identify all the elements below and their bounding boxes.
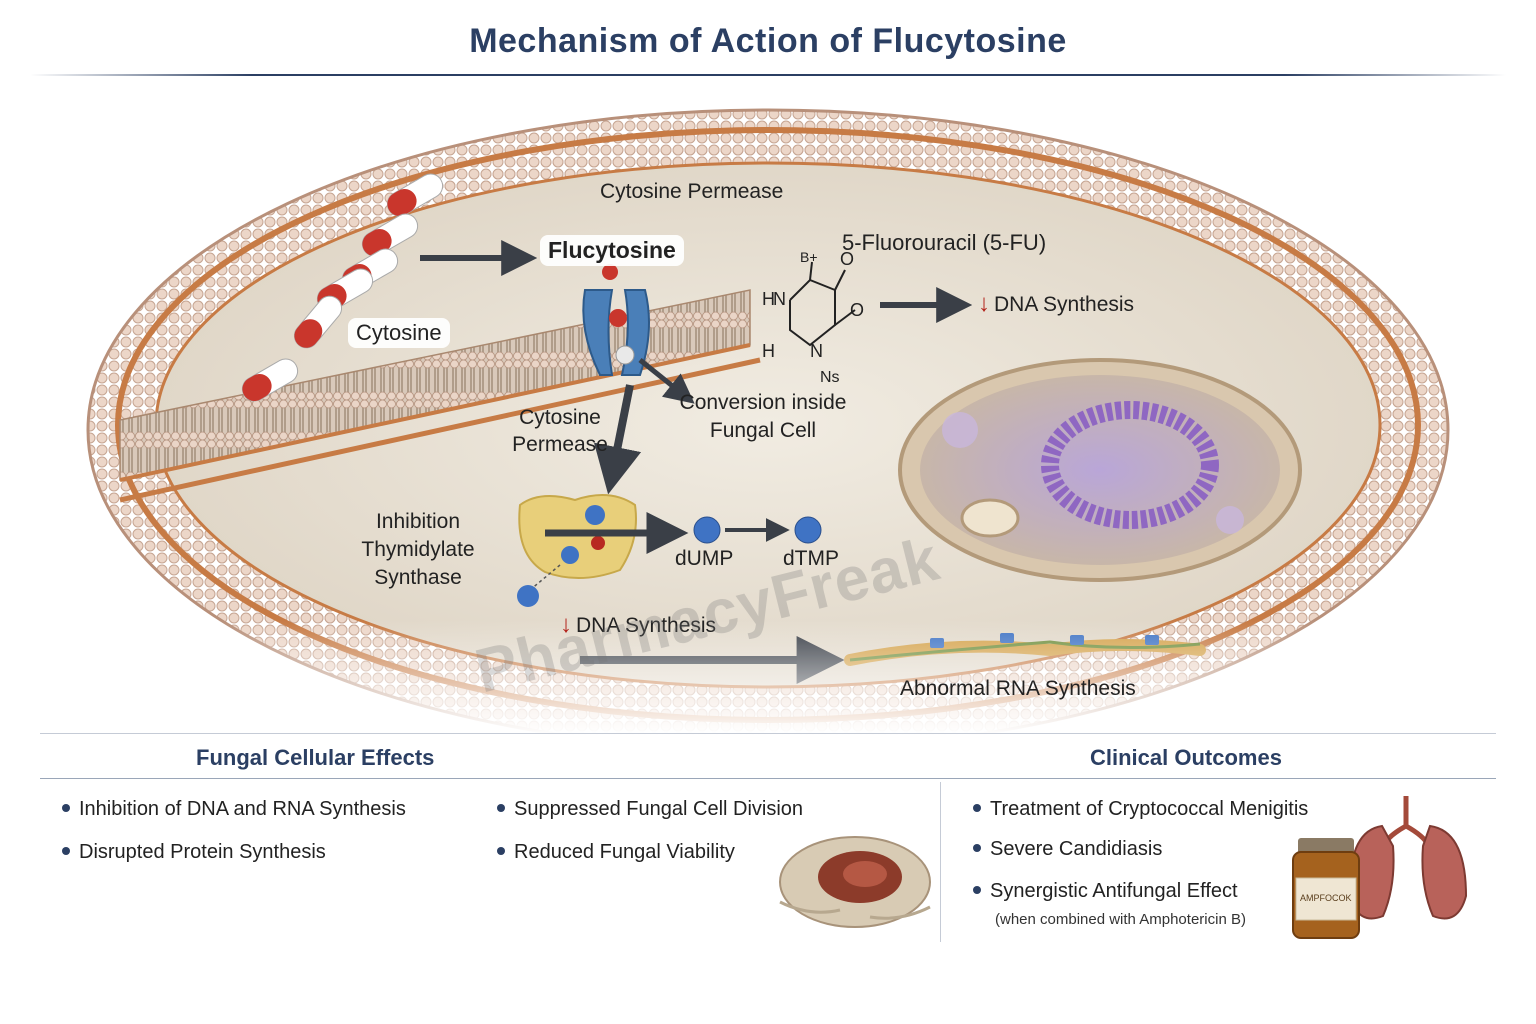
arrow-to-conversion (638, 358, 695, 404)
section-vertical-divider (940, 782, 941, 942)
list-item: Synergistic Antifungal Effect (973, 880, 1238, 903)
thymidylate-synthase-enzyme (517, 494, 637, 607)
mol-o2: O (850, 300, 864, 320)
mol-n1: N (773, 289, 786, 309)
arrow-down-permease (593, 384, 642, 495)
dna-synthesis-top-text: DNA Synthesis (994, 293, 1135, 316)
combination-note: (when combined with Amphotericin B) (995, 911, 1246, 928)
list-item: Treatment of Cryptococcal Menigitis (973, 798, 1308, 821)
damaged-fungal-cell-image (779, 836, 931, 928)
lungs-icon (1348, 796, 1468, 920)
outcome-text: Synergistic Antifungal Effect (990, 880, 1238, 902)
list-item: Severe Candidiasis (973, 838, 1162, 861)
mol-h2: H (762, 341, 775, 361)
mol-n2: N (810, 341, 823, 361)
mol-h1: H (762, 289, 775, 309)
mol-top: B+ (800, 249, 818, 265)
cytosine-capsules (241, 173, 444, 402)
cell-diagram: H N H N O O Ns B+ (0, 108, 1536, 735)
mol-ns: Ns (820, 369, 840, 386)
bullet-icon (973, 803, 981, 812)
effect-text: Inhibition of DNA and RNA Synthesis (79, 798, 406, 820)
effect-text: Reduced Fungal Viability (514, 841, 735, 863)
mol-o1: O (840, 249, 854, 269)
dna-synthesis-low-text: DNA Synthesis (576, 614, 717, 637)
clinical-outcomes-heading: Clinical Outcomes (1090, 745, 1282, 770)
label-dtmp: dTMP (783, 547, 840, 570)
label-cytosine-permease-mid: Cytosine Permease (512, 406, 608, 456)
bullet-icon (973, 885, 981, 894)
label-dna-synthesis-low: ↓DNA Synthesis (560, 611, 716, 639)
label-flucytosine: Flucytosine (540, 235, 684, 266)
title-divider (30, 74, 1506, 76)
list-item: Disrupted Protein Synthesis (62, 841, 326, 864)
bullet-icon (973, 843, 981, 852)
fluorouracil-structure (789, 261, 856, 347)
label-cytosine: Cytosine (348, 318, 450, 348)
down-arrow-icon: ↓ (560, 611, 572, 638)
outcome-text: Treatment of Cryptococcal Menigitis (990, 798, 1309, 820)
page-title: Mechanism of Action of Flucytosine (469, 22, 1067, 60)
fungal-effects-heading: Fungal Cellular Effects (196, 745, 435, 770)
medicine-bottle-and-lungs-image: AMPFOCOK (1292, 796, 1468, 939)
bullet-icon (62, 803, 70, 812)
bullet-icon (62, 846, 70, 855)
medicine-bottle: AMPFOCOK (1292, 838, 1360, 939)
label-inhibition: Inhibition Thymidylate Synthase (361, 510, 475, 589)
label-5fu: 5-Fluorouracil (5-FU) (842, 230, 1047, 255)
label-dna-synthesis-top: ↓DNA Synthesis (978, 290, 1134, 318)
label-dump: dUMP (675, 547, 734, 570)
label-conversion: Conversion inside Fungal Cell (679, 391, 847, 442)
nucleus (898, 358, 1302, 582)
permease-channel (582, 264, 650, 376)
list-item: Inhibition of DNA and RNA Synthesis (62, 798, 406, 821)
outcome-text: Severe Candidiasis (990, 838, 1163, 860)
section-heading-divider (40, 778, 1496, 779)
effect-text: Suppressed Fungal Cell Division (514, 798, 804, 820)
effect-text: Disrupted Protein Synthesis (79, 841, 326, 863)
list-item: Reduced Fungal Viability (497, 841, 735, 864)
dump-molecule (693, 516, 721, 544)
section-top-divider (40, 733, 1496, 734)
bottle-label: AMPFOCOK (1300, 893, 1352, 903)
down-arrow-icon: ↓ (978, 290, 990, 317)
label-abnormal-rna: Abnormal RNA Synthesis (900, 677, 1136, 700)
dtmp-molecule (794, 516, 822, 544)
list-item: Suppressed Fungal Cell Division (497, 798, 803, 821)
label-cytosine-permease-top: Cytosine Permease (600, 180, 784, 203)
bullet-icon (497, 846, 505, 855)
bullet-icon (497, 803, 505, 812)
